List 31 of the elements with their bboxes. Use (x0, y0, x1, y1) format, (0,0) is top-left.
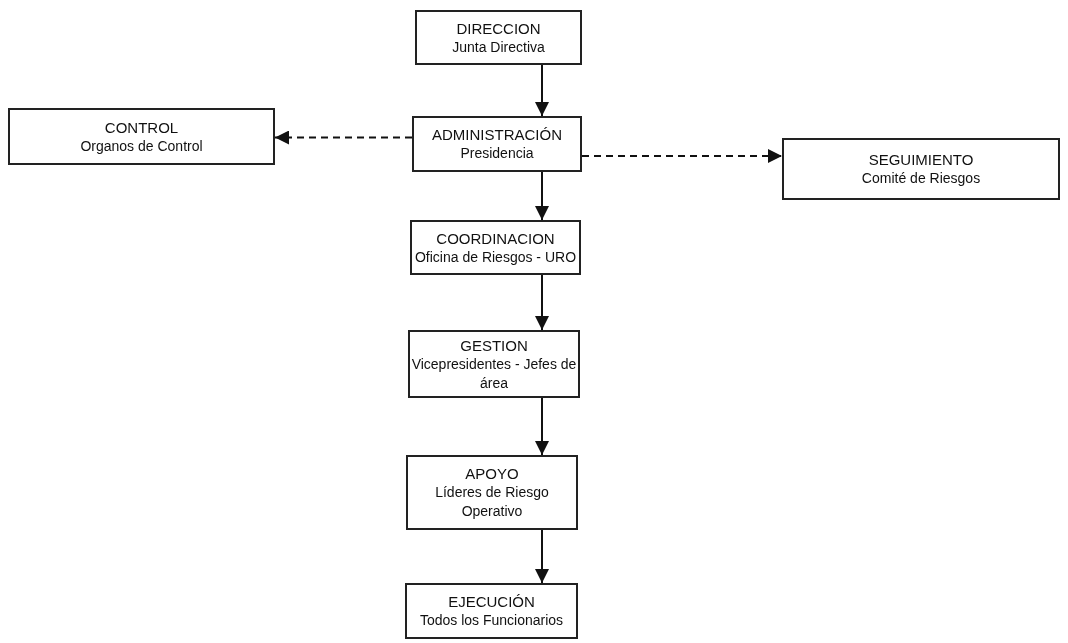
org-box (8, 108, 275, 165)
box-subtitle: Todos los Funcionarios (419, 611, 564, 630)
box-subtitle: Comité de Riesgos (861, 169, 981, 188)
arrow (535, 274, 549, 331)
box-title: APOYO (465, 464, 519, 483)
box-title: SEGUIMIENTO (868, 150, 974, 169)
org-box (415, 10, 582, 65)
box-subtitle: Junta Directiva (452, 37, 545, 57)
org-box (408, 330, 580, 398)
box-subtitle: Organos de Control (80, 136, 203, 156)
arrow (535, 397, 549, 456)
box-subtitle: Vicepresidentes - Jefes de área (410, 354, 578, 393)
box-title: EJECUCIÓN (448, 592, 535, 611)
arrow (535, 64, 549, 117)
arrow (535, 529, 549, 584)
box-subtitle: Presidencia (460, 144, 534, 163)
arrow (274, 130, 413, 145)
box-title: DIRECCION (456, 18, 541, 38)
org-box (412, 116, 582, 172)
box-title: CONTROL (104, 117, 179, 137)
box-title: GESTION (460, 335, 528, 355)
org-box (782, 138, 1060, 200)
box-subtitle: Oficina de Riesgos - URO (414, 247, 577, 267)
box-subtitle: Líderes de Riesgo Operativo (434, 483, 550, 521)
arrow (581, 149, 783, 163)
box-title: ADMINISTRACIÓN (432, 125, 562, 144)
box-title: COORDINACION (436, 228, 555, 248)
org-box (406, 455, 578, 530)
org-box (405, 583, 578, 639)
org-box (410, 220, 581, 275)
arrow (535, 171, 549, 221)
